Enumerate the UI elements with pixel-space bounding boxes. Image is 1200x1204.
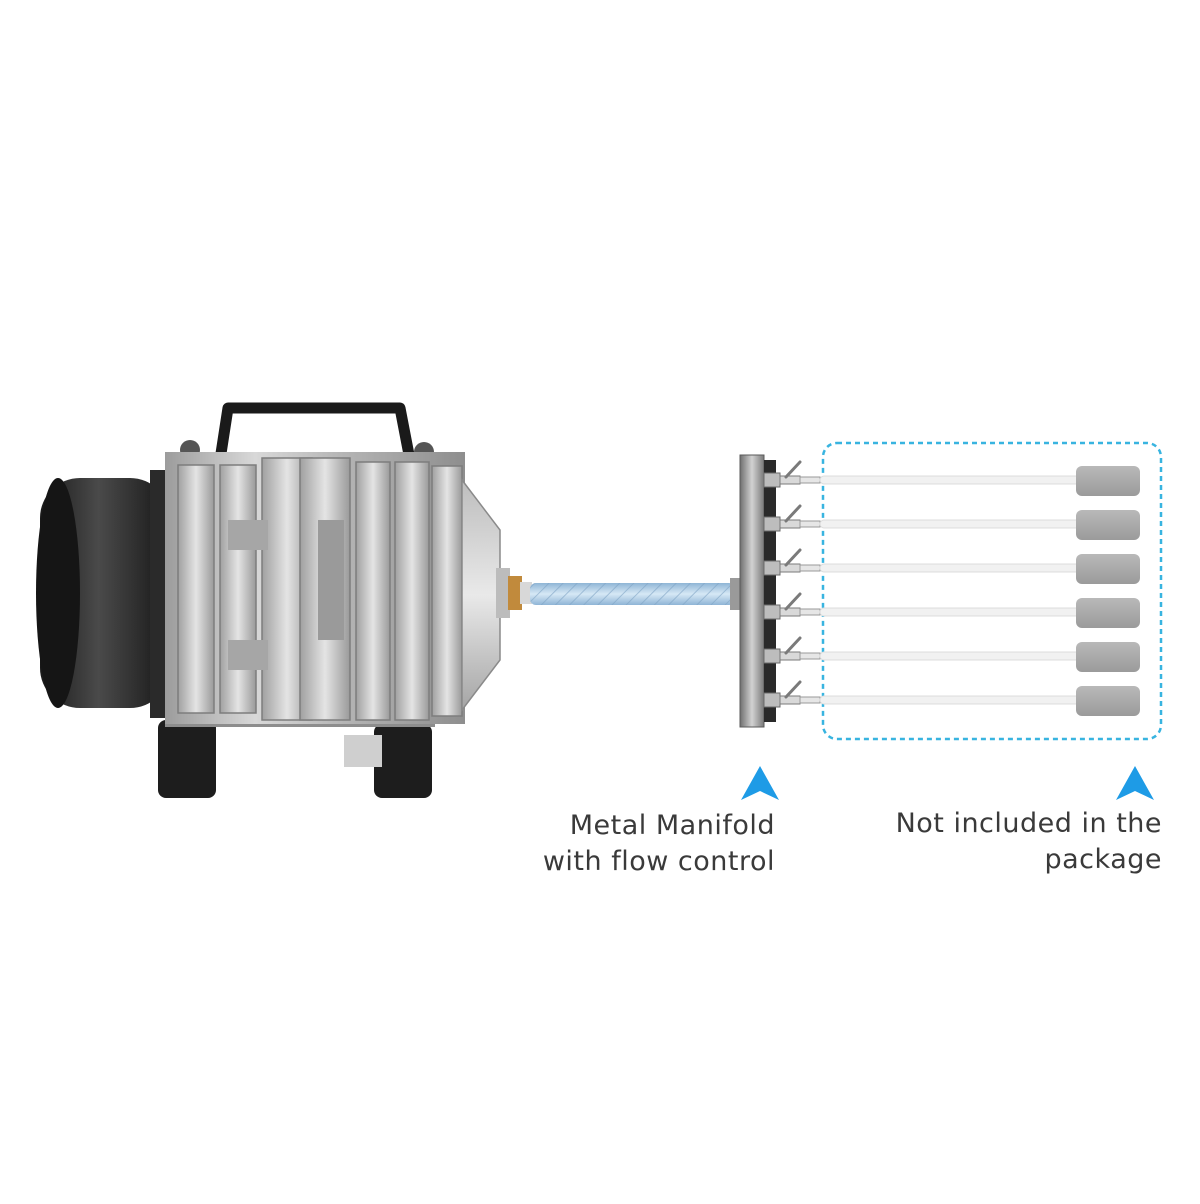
- air-line-with-stone: [819, 642, 1140, 672]
- manifold-label-line1: Metal Manifold: [569, 810, 775, 841]
- flow-control-valve: [763, 548, 821, 576]
- air-line-with-stone: [819, 510, 1140, 540]
- air-stone: [1076, 466, 1140, 496]
- not-included-label: Not included in the package: [780, 806, 1162, 878]
- not-included-label-line1: Not included in the: [895, 808, 1162, 839]
- air-line-with-stone: [819, 554, 1140, 584]
- manifold-label: Metal Manifold with flow control: [420, 808, 775, 880]
- pump-motor: [36, 470, 172, 718]
- air-line-with-stone: [819, 598, 1140, 628]
- air-stone: [1076, 554, 1140, 584]
- outlet-head: [461, 477, 532, 713]
- up-arrowhead-icon: [1116, 766, 1154, 800]
- air-stone: [1076, 686, 1140, 716]
- air-hose: [530, 578, 744, 610]
- flow-control-valve: [763, 592, 821, 620]
- air-stone: [1076, 510, 1140, 540]
- flow-control-valve: [763, 680, 821, 708]
- not-included-label-line2: package: [1044, 844, 1162, 875]
- air-line-with-stone: [819, 686, 1140, 716]
- air-line-with-stone: [819, 466, 1140, 496]
- metal-manifold: [739, 454, 821, 728]
- air-stone: [1076, 642, 1140, 672]
- flow-control-valve: [763, 504, 821, 532]
- not-included-box: [819, 441, 1163, 741]
- up-arrowhead-icon: [741, 766, 779, 800]
- air-stone: [1076, 598, 1140, 628]
- manifold-label-line2: with flow control: [542, 846, 775, 877]
- pump-body: [165, 452, 465, 724]
